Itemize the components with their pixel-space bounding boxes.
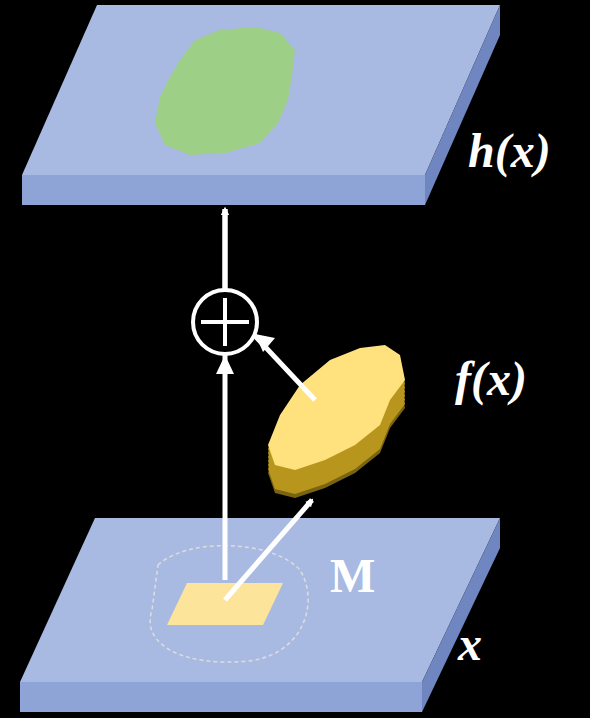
node-label: h(x): [468, 127, 551, 175]
input-plane: xM: [18, 515, 504, 715]
plane-front: [20, 682, 422, 712]
plane-side: [425, 5, 500, 205]
patch-shape: [167, 583, 283, 625]
arrow-head: [255, 334, 275, 352]
plane-top: [22, 5, 500, 175]
arrow-head: [216, 355, 234, 374]
node-shape: [165, 580, 285, 628]
output-region: [155, 27, 295, 155]
blob-top: [268, 345, 405, 470]
sum-circle: [193, 290, 257, 354]
node-label: f(x): [455, 355, 527, 403]
plane-front: [22, 175, 425, 205]
node-label: M: [330, 552, 375, 600]
plus-bar: [223, 298, 227, 346]
plane-side: [422, 518, 500, 712]
mask-patch: M: [165, 580, 285, 628]
feature-plane: h(x): [20, 5, 502, 207]
node-shape: [20, 5, 502, 207]
plane-top: [20, 518, 500, 682]
node-label: x: [458, 620, 482, 668]
mask-outline: [150, 546, 308, 662]
